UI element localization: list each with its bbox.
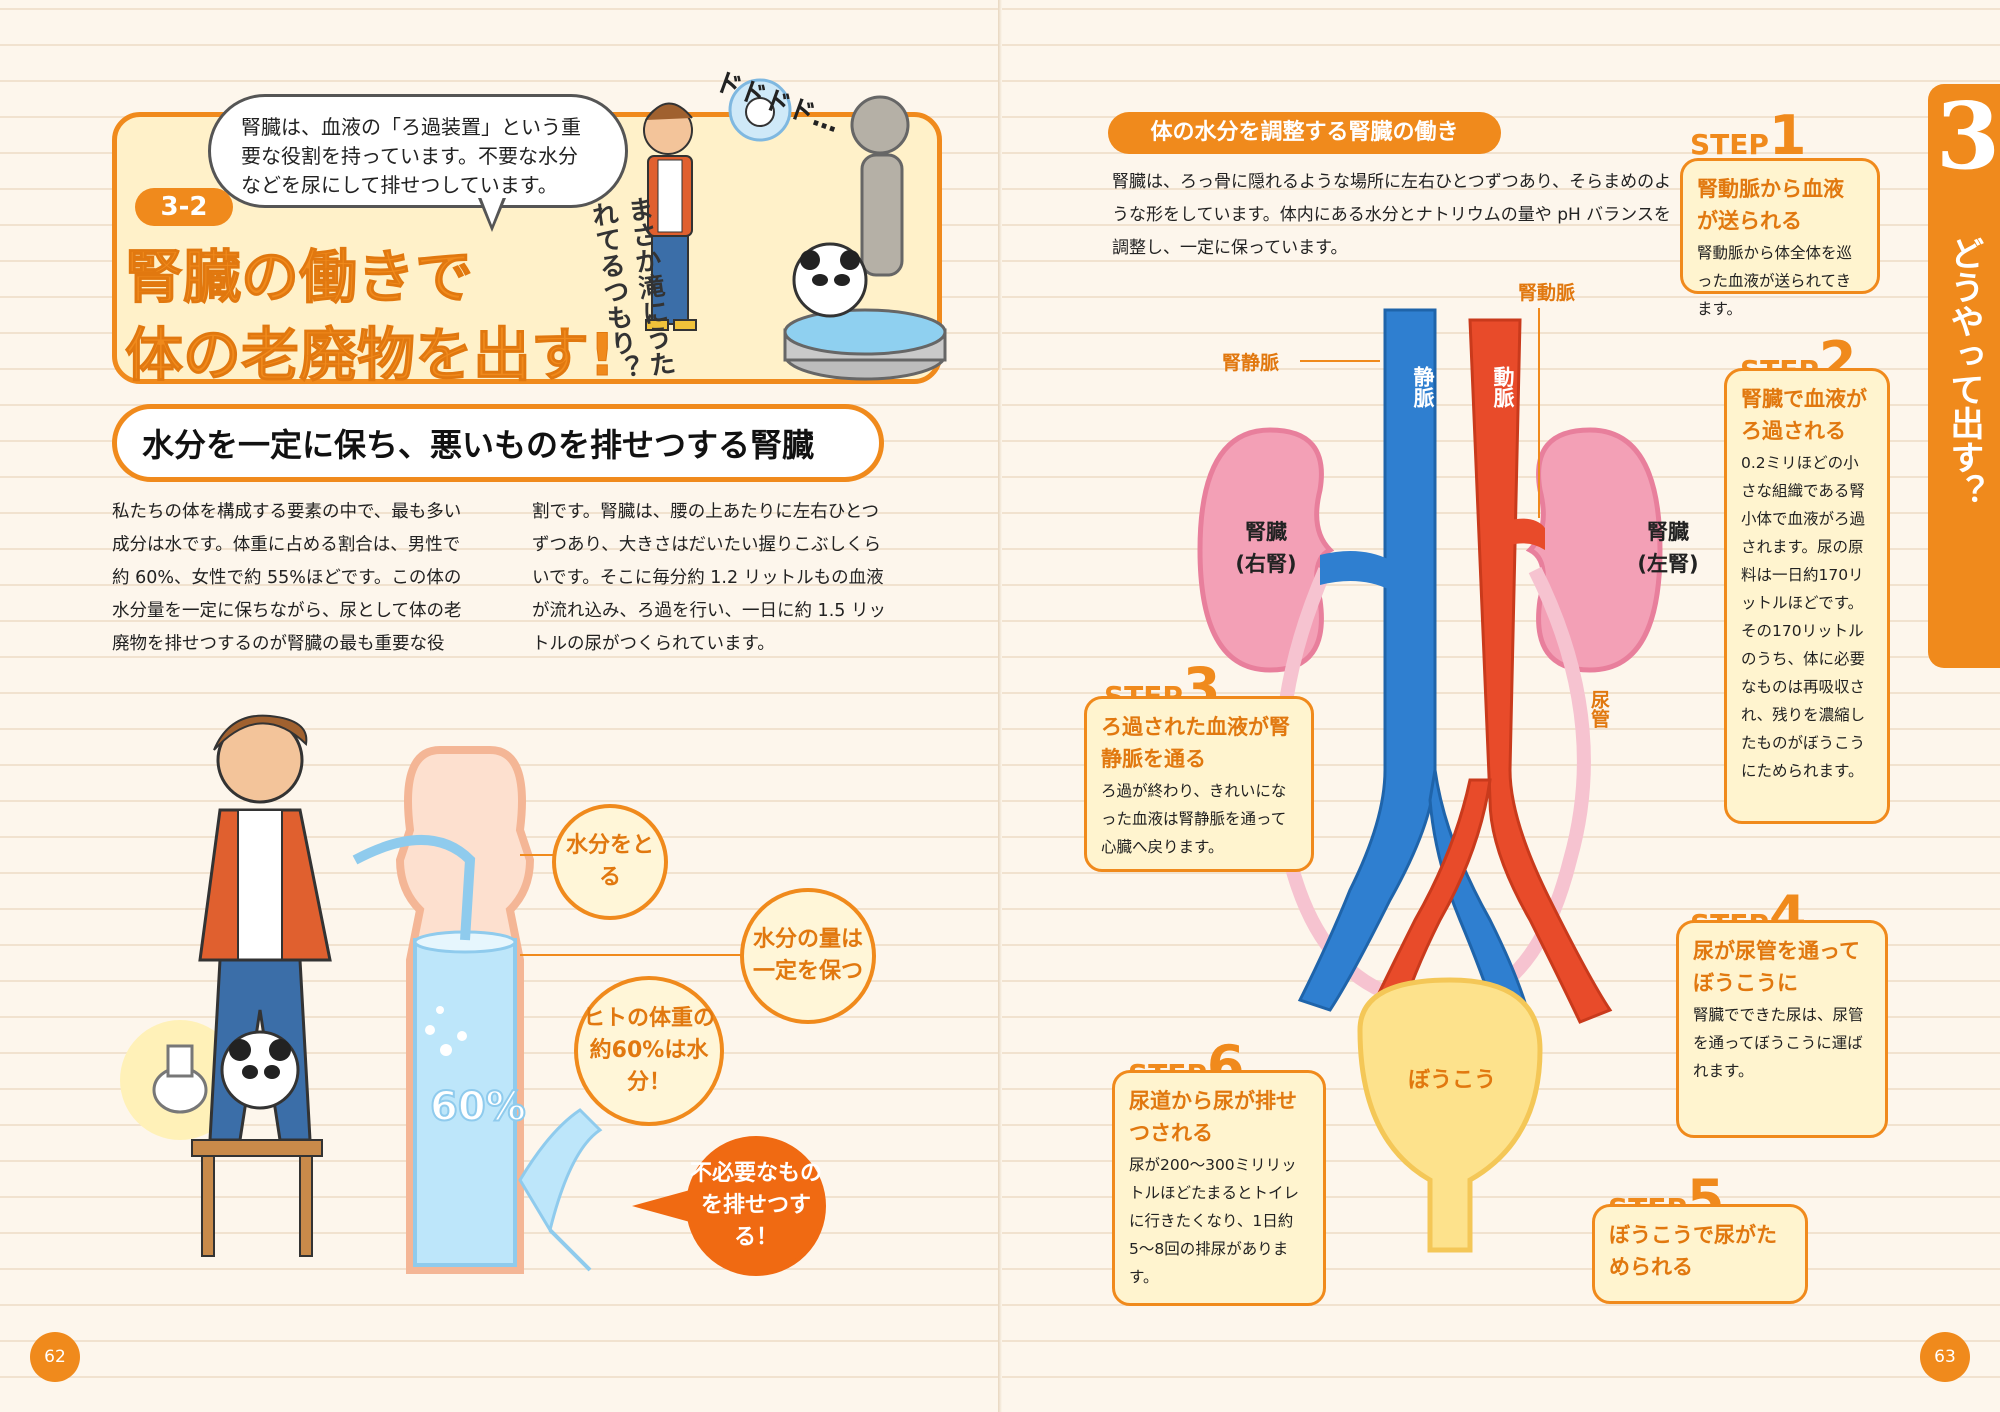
step-6-body: 尿が200〜300ミリリットルほどたまるとトイレに行きたくなり、1日約5〜8回の… bbox=[1129, 1156, 1300, 1286]
kidney-diagram bbox=[1197, 308, 1663, 1253]
pointer-take bbox=[520, 854, 554, 856]
pointer-keep bbox=[520, 954, 742, 956]
label-renal-vein: 腎静脈 bbox=[1222, 352, 1280, 374]
page-gutter bbox=[998, 0, 1002, 1412]
step-2-box: 腎臓で血液がろ過される 0.2ミリほどの小さな組織である腎小体で血液がろ過されま… bbox=[1724, 368, 1890, 824]
chapter-title: どうやって出す？ bbox=[1944, 236, 1984, 508]
right-intro: 腎臓は、ろっ骨に隠れるような場所に左右ひとつずつあり、そらまめのような形をしてい… bbox=[1112, 172, 1672, 258]
step-1-label: STEP1 bbox=[1690, 104, 1807, 167]
right-kidney-sub: (右腎) bbox=[1235, 552, 1297, 576]
bubble-take-water: 水分をとる bbox=[552, 804, 668, 920]
title-line-1: 腎臓の働きで bbox=[125, 243, 474, 312]
bubble-excrete-tail bbox=[632, 1190, 690, 1222]
section-number: 3-2 bbox=[135, 188, 233, 226]
left-kidney-text: 腎臓 bbox=[1647, 520, 1689, 544]
right-kidney-text: 腎臓 bbox=[1245, 520, 1287, 544]
bladder-shape bbox=[1357, 977, 1543, 1253]
body-column-1: 私たちの体を構成する要素の中で、最も多い成分は水です。体重に占める割合は、男性で… bbox=[112, 502, 462, 654]
step-2-head: 腎臓で血液がろ過される bbox=[1741, 387, 1867, 443]
step-1-body: 腎動脈から体全体を巡った血液が送られてきます。 bbox=[1697, 244, 1853, 318]
bubble-excrete: 不必要なものを排せつする！ bbox=[686, 1136, 826, 1276]
artery-shape bbox=[1468, 318, 1613, 1024]
step-1-head: 腎動脈から血液が送られる bbox=[1697, 177, 1844, 233]
step-4-head: 尿が尿管を通ってぼうこうに bbox=[1693, 939, 1860, 995]
label-ureter: 尿管 bbox=[1588, 690, 1610, 728]
speech-bubble-tail-inner bbox=[481, 197, 503, 225]
pointer-renal-vein bbox=[1300, 360, 1380, 362]
right-kidney-label: 腎臓 (右腎) bbox=[1226, 516, 1306, 580]
left-kidney-sub: (左腎) bbox=[1637, 552, 1699, 576]
bubble-body-weight: ヒトの体重の約60%は水分！ bbox=[574, 976, 724, 1126]
step-5-head: ぼうこうで尿がためられる bbox=[1609, 1223, 1777, 1279]
page-title: 腎臓の働きで 体の老廃物を出す! bbox=[125, 238, 685, 394]
right-kidney-shape bbox=[1197, 427, 1335, 673]
step-1-box: 腎動脈から血液が送られる 腎動脈から体全体を巡った血液が送られてきます。 bbox=[1680, 158, 1880, 318]
vein-shape bbox=[1297, 308, 1437, 1012]
step-6-box: 尿道から尿が排せつされる 尿が200〜300ミリリットルほどたまるとトイレに行き… bbox=[1112, 1070, 1326, 1306]
body-percent-label: 60% bbox=[430, 1084, 526, 1130]
label-bladder: ぼうこう bbox=[1408, 1068, 1497, 1093]
label-vein: 静脈 bbox=[1411, 366, 1435, 408]
body-column-2: 割です。腎臓は、腰の上あたりに左右ひとつずつあり、大きさはだいたい握りこぶしくら… bbox=[532, 502, 886, 654]
step-4-box: 尿が尿管を通ってぼうこうに 腎臓でできた尿は、尿管を通ってぼうこうに運ばれます。 bbox=[1676, 920, 1888, 1138]
label-renal-artery: 腎動脈 bbox=[1518, 282, 1576, 304]
right-heading: 体の水分を調整する腎臓の働き bbox=[1108, 112, 1501, 154]
page-number-right: 63 bbox=[1920, 1332, 1970, 1382]
pointer-renal-artery bbox=[1538, 308, 1540, 518]
left-kidney-label: 腎臓 (左腎) bbox=[1628, 516, 1708, 580]
label-artery: 動脈 bbox=[1491, 366, 1515, 408]
step-6-head: 尿道から尿が排せつされる bbox=[1129, 1089, 1297, 1145]
step-3-head: ろ過された血液が腎静脈を通る bbox=[1101, 715, 1290, 771]
page-number-left: 62 bbox=[30, 1332, 80, 1382]
subtitle-box bbox=[112, 404, 884, 482]
chapter-number: 3 bbox=[1936, 82, 2000, 190]
water-body-illustration: 60% bbox=[120, 714, 603, 1274]
left-kidney-shape bbox=[1525, 427, 1663, 673]
title-illustration bbox=[643, 78, 947, 381]
title-line-2: 体の老廃物を出す! bbox=[125, 321, 616, 390]
step-3-body: ろ過が終わり、きれいになった血液は腎静脈を通って心臓へ戻ります。 bbox=[1101, 782, 1287, 856]
speech-bubble: 腎臓は、血液の「ろ過装置」という重要な役割を持っています。不要な水分などを尿にし… bbox=[208, 94, 628, 208]
step-2-body: 0.2ミリほどの小さな組織である腎小体で血液がろ過されます。尿の原料は一日約17… bbox=[1741, 454, 1866, 780]
chapter-tab bbox=[1928, 84, 2000, 668]
step-3-box: ろ過された血液が腎静脈を通る ろ過が終わり、きれいになった血液は腎静脈を通って心… bbox=[1084, 696, 1314, 872]
step-4-body: 腎臓でできた尿は、尿管を通ってぼうこうに運ばれます。 bbox=[1693, 1006, 1864, 1080]
bubble-keep-amount: 水分の量は一定を保つ bbox=[740, 888, 876, 1024]
subtitle: 水分を一定に保ち、悪いものを排せつする腎臓 bbox=[142, 426, 815, 464]
step-5-box: ぼうこうで尿がためられる bbox=[1592, 1204, 1808, 1304]
